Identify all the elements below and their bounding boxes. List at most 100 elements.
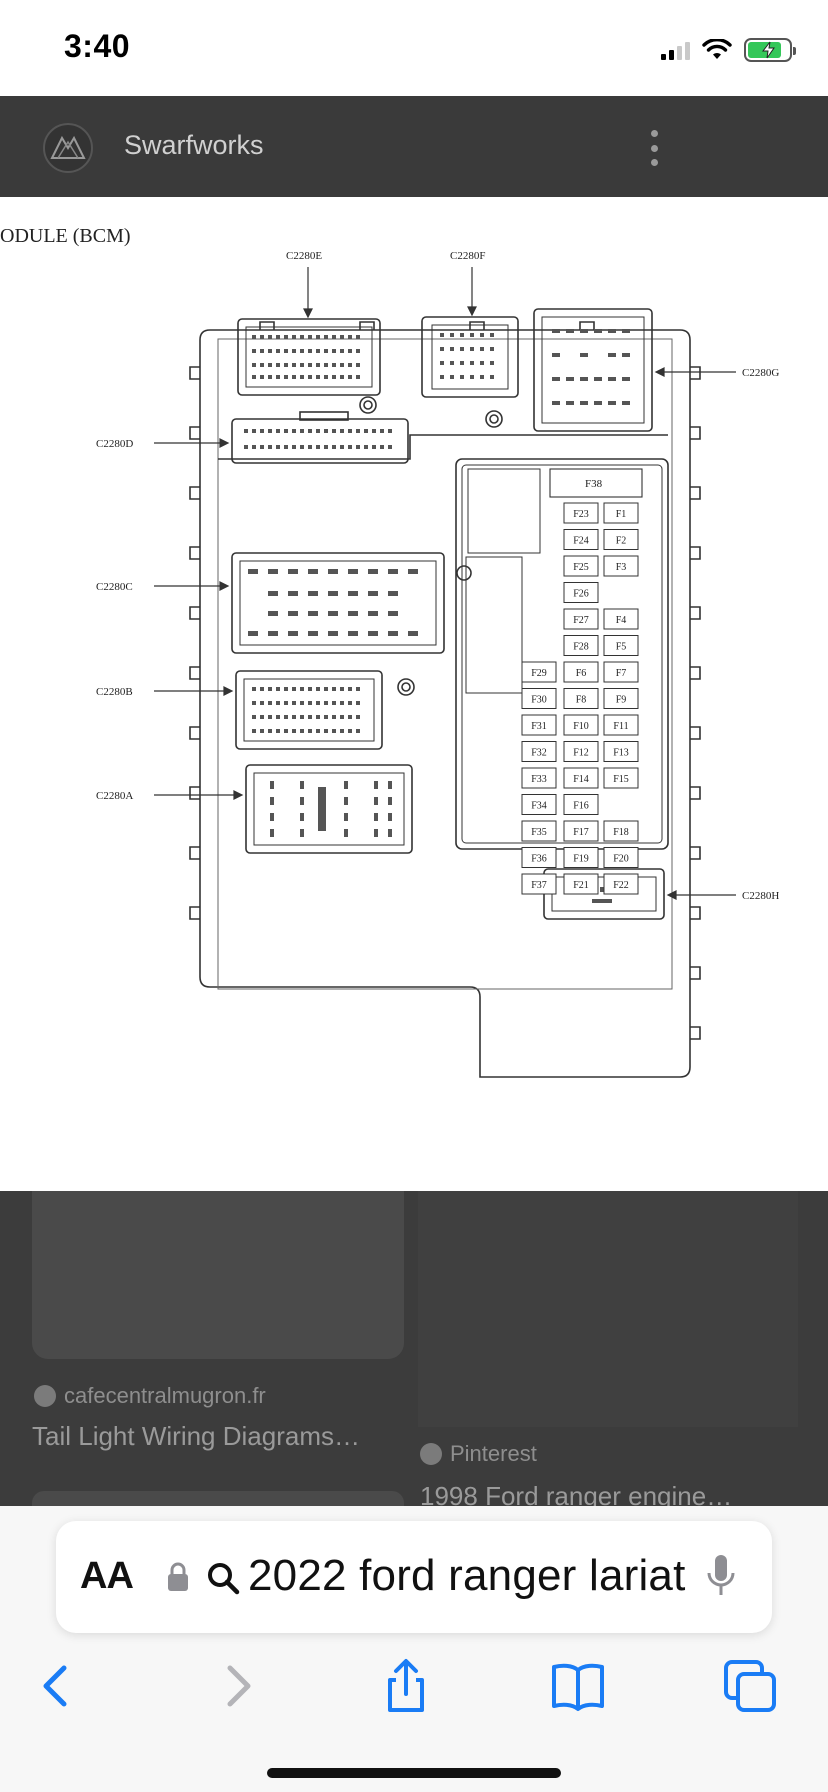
fuse-f34	[521, 794, 557, 815]
fuse-label-f24: F24	[573, 536, 589, 547]
battery-icon	[744, 38, 796, 62]
fuse-label-f38: F38	[585, 478, 603, 490]
pinterest-icon	[420, 1443, 442, 1465]
forward-button[interactable]	[206, 1656, 266, 1716]
fuse-label-f19: F19	[573, 854, 589, 865]
fuse-label-f27: F27	[573, 615, 589, 626]
fuse-f13	[603, 741, 639, 762]
fuse-f5	[603, 635, 639, 656]
address-bar[interactable]: AA 2022 ford ranger lariat	[56, 1521, 772, 1633]
connector-label-c2280h: C2280H	[742, 890, 779, 902]
fuse-label-f13: F13	[613, 748, 629, 759]
status-bar: 3:40	[0, 0, 828, 96]
result-thumbnail[interactable]	[32, 1491, 404, 1506]
site-name[interactable]: Swarfworks	[124, 130, 264, 160]
fuse-label-f36: F36	[531, 854, 547, 865]
cellular-signal-icon	[661, 40, 690, 60]
fuse-f15	[603, 767, 639, 789]
fuse-label-f16: F16	[573, 801, 589, 812]
fuse-label-f10: F10	[573, 721, 589, 732]
connector-label-c2280b: C2280B	[96, 686, 133, 698]
more-options-icon[interactable]	[644, 130, 664, 166]
fuse-label-f15: F15	[613, 774, 629, 785]
fuse-f9	[603, 688, 639, 709]
fuse-f10	[563, 714, 599, 736]
fuse-f38	[549, 468, 643, 498]
fuse-f17	[563, 820, 599, 842]
fuse-label-f25: F25	[573, 562, 589, 573]
search-icon	[208, 1563, 240, 1595]
bookmarks-button[interactable]	[548, 1656, 608, 1716]
fuse-f29	[521, 661, 557, 683]
fuse-label-f29: F29	[531, 668, 547, 679]
fuse-label-f32: F32	[531, 748, 547, 759]
fuse-label-f21: F21	[573, 880, 589, 891]
swarfworks-logo-icon[interactable]	[40, 120, 96, 176]
connector-label-c2280f: C2280F	[450, 250, 485, 262]
fuse-label-f31: F31	[531, 721, 547, 732]
fuse-f8	[563, 688, 599, 709]
site-header: Swarfworks	[0, 96, 828, 197]
share-button[interactable]	[376, 1656, 436, 1716]
fuse-f18	[603, 820, 639, 842]
fuse-label-f17: F17	[573, 827, 589, 838]
tabs-button[interactable]	[720, 1656, 780, 1716]
result-thumbnail[interactable]	[32, 1191, 404, 1359]
connector-label-c2280e: C2280E	[286, 250, 322, 262]
fuse-label-f4: F4	[616, 615, 627, 626]
fuse-label-f35: F35	[531, 827, 547, 838]
result-source-label: Pinterest	[450, 1441, 537, 1466]
fuse-f3	[603, 555, 639, 577]
fuse-label-f33: F33	[531, 774, 547, 785]
fuse-label-f14: F14	[573, 774, 589, 785]
fuse-label-f12: F12	[573, 748, 589, 759]
connector-label-c2280a: C2280A	[96, 790, 133, 802]
fuse-f23	[563, 502, 599, 524]
fuse-f22	[603, 873, 639, 895]
fuse-f7	[603, 661, 639, 683]
fuse-label-f6: F6	[576, 668, 587, 679]
microphone-icon[interactable]	[706, 1553, 736, 1599]
fuse-f25	[563, 555, 599, 577]
result-title[interactable]: Tail Light Wiring Diagrams…	[32, 1421, 360, 1451]
fuse-f35	[521, 820, 557, 842]
fuse-label-f3: F3	[616, 562, 627, 573]
fuse-label-f23: F23	[573, 509, 589, 520]
back-button[interactable]	[28, 1656, 88, 1716]
fuse-label-f8: F8	[576, 695, 587, 706]
connector-label-c2280c: C2280C	[96, 581, 133, 593]
fuse-f30	[521, 688, 557, 709]
fuse-label-f1: F1	[616, 509, 627, 520]
fuse-label-f37: F37	[531, 880, 547, 891]
image-results-overlay: cafecentralmugron.fr Tail Light Wiring D…	[0, 1191, 828, 1506]
fuse-f20	[603, 847, 639, 868]
fuse-f27	[563, 608, 599, 630]
diagram-viewer[interactable]: ODULE (BCM)	[0, 197, 828, 1191]
result-source-label: cafecentralmugron.fr	[64, 1383, 266, 1408]
fuse-f24	[563, 529, 599, 550]
fuse-f33	[521, 767, 557, 789]
fuse-label-f20: F20	[613, 854, 629, 865]
lock-icon	[168, 1562, 188, 1591]
fuse-f14	[563, 767, 599, 789]
fuse-f4	[603, 608, 639, 630]
browser-chrome: AA 2022 ford ranger lariat	[0, 1506, 828, 1792]
result-title[interactable]: 1998 Ford ranger engine…	[420, 1481, 733, 1506]
fuse-label-f28: F28	[573, 642, 589, 653]
fuse-label-f7: F7	[616, 668, 627, 679]
fuse-f12	[563, 741, 599, 762]
result-thumbnail[interactable]	[418, 1191, 798, 1427]
wifi-icon	[702, 39, 732, 59]
fuse-f37	[521, 873, 557, 895]
result-source: Pinterest	[420, 1441, 537, 1467]
home-indicator	[267, 1768, 561, 1778]
fuse-label-f34: F34	[531, 801, 547, 812]
fuse-label-f9: F9	[616, 695, 627, 706]
status-icons	[661, 36, 796, 64]
browser-toolbar	[0, 1644, 828, 1724]
address-bar-text[interactable]: 2022 ford ranger lariat	[248, 1551, 686, 1600]
fuse-label-f11: F11	[613, 721, 628, 732]
fuse-f31	[521, 714, 557, 736]
reader-settings-button[interactable]: AA	[80, 1555, 134, 1597]
